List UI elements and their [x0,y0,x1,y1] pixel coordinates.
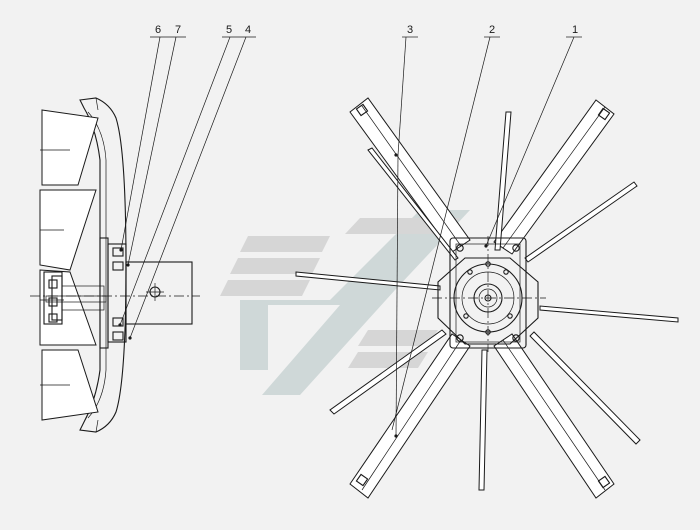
callout-1: 1 [572,24,578,36]
callout-3: 3 [407,24,413,36]
callout-labels: 6 7 5 4 3 2 1 [155,24,578,36]
callout-4: 4 [245,24,251,36]
callout-5: 5 [226,24,232,36]
callout-leaders [118,36,582,438]
side-view [30,97,200,433]
support-arms [349,97,615,499]
callout-7: 7 [175,24,181,36]
front-view [295,97,679,499]
callout-2: 2 [489,24,495,36]
callout-6: 6 [155,24,161,36]
fan-blades [295,111,679,491]
